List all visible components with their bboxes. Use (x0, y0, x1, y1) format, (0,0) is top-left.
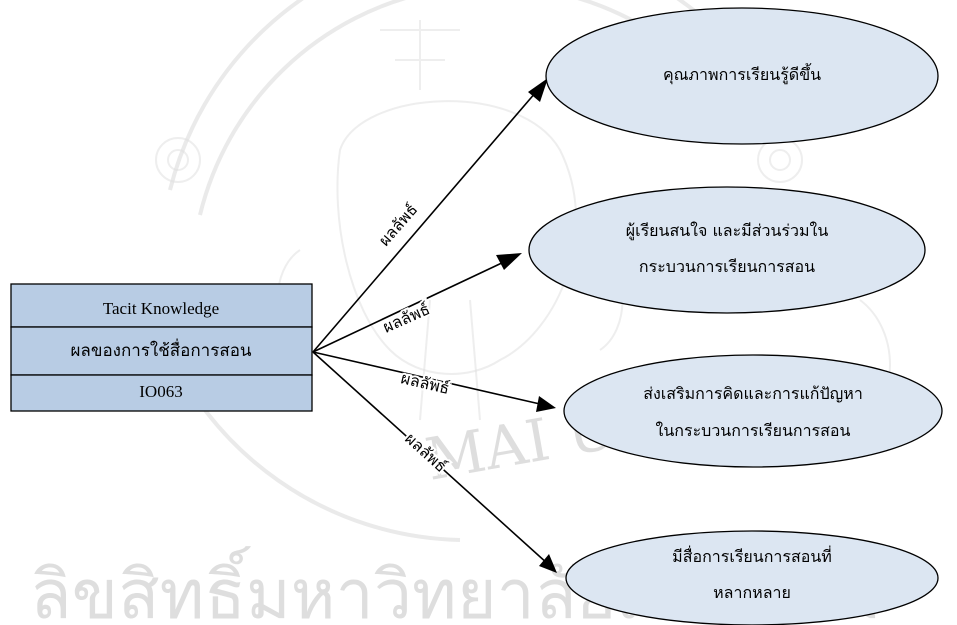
source-box-code: IO063 (139, 382, 182, 401)
target-ellipse-1 (545, 7, 939, 145)
target-4-line-1: มีสื่อการเรียนการสอนที่ (672, 545, 832, 566)
target-ellipse-4 (565, 530, 939, 625)
target-node-1[interactable]: คุณภาพการเรียนรู้ดีขึ้น (545, 7, 939, 145)
edge-label-2: ผลลัพธ์ (380, 299, 433, 336)
target-3-line-2: ในกระบวนการเรียนการสอน (656, 421, 851, 440)
arrowhead-1 (528, 78, 548, 102)
edge-label-1: ผลลัพธ์ (375, 200, 422, 250)
target-node-4[interactable]: มีสื่อการเรียนการสอนที่ หลากหลาย (565, 530, 939, 625)
edge-3: ผลลัพธ์ (312, 351, 556, 412)
target-3-line-1: ส่งเสริมการคิดและการแก้ปัญหา (643, 384, 863, 403)
arrowhead-3 (536, 396, 556, 412)
edge-1: ผลลัพธ์ (312, 78, 548, 353)
arrowhead-2 (496, 253, 522, 270)
target-ellipse-3 (563, 354, 943, 468)
target-2-line-2: กระบวนการเรียนการสอน (639, 257, 815, 276)
source-box-title: Tacit Knowledge (103, 299, 219, 318)
target-4-line-2: หลากหลาย (713, 583, 791, 602)
target-node-3[interactable]: ส่งเสริมการคิดและการแก้ปัญหา ในกระบวนการ… (563, 354, 943, 468)
source-box-subtitle: ผลของการใช้สื่อการสอน (70, 338, 251, 360)
source-box[interactable]: Tacit Knowledge ผลของการใช้สื่อการสอน IO… (10, 283, 313, 412)
target-node-2[interactable]: ผู้เรียนสนใจ และมีส่วนร่วมใน กระบวนการเร… (528, 186, 926, 314)
source-box-code-cell (10, 374, 313, 412)
edges: ผลลัพธ์ ผลลัพธ์ ผลลัพธ์ ผลลัพธ์ (312, 78, 557, 573)
source-box-subtitle-cell (10, 326, 313, 376)
target-1-line-1: คุณภาพการเรียนรู้ดีขึ้น (663, 63, 821, 85)
source-box-title-cell (10, 283, 313, 328)
edge-2: ผลลัพธ์ (312, 253, 522, 353)
target-ellipse-2 (528, 186, 926, 314)
arrowhead-4 (539, 554, 557, 573)
target-2-line-1: ผู้เรียนสนใจ และมีส่วนร่วมใน (626, 221, 829, 241)
